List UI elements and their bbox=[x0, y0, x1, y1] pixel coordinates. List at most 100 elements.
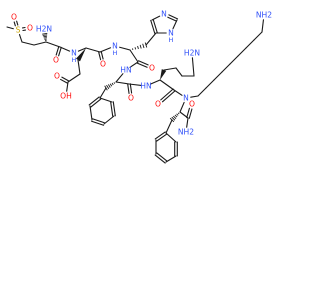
bond bbox=[99, 87, 107, 99]
bond bbox=[88, 96, 102, 108]
atom-label-o: O bbox=[155, 100, 161, 109]
bond bbox=[149, 79, 161, 85]
svg-text:OH: OH bbox=[60, 92, 72, 101]
bond bbox=[221, 63, 231, 73]
bond bbox=[21, 26, 27, 32]
svg-text:NH2: NH2 bbox=[178, 128, 194, 137]
bond bbox=[104, 82, 116, 91]
atom-label-o: O bbox=[27, 24, 33, 33]
svg-text:O: O bbox=[149, 64, 155, 73]
bond bbox=[229, 55, 239, 65]
bond bbox=[160, 88, 176, 103]
atom-label-n: H2N bbox=[36, 25, 52, 34]
svg-text:O: O bbox=[11, 13, 17, 22]
bond bbox=[6, 26, 14, 30]
svg-text:O: O bbox=[27, 24, 33, 33]
svg-text:NH2: NH2 bbox=[256, 11, 272, 20]
atom-label-s: S bbox=[16, 26, 21, 35]
svg-text:O: O bbox=[189, 100, 195, 109]
bond bbox=[165, 119, 173, 134]
bond bbox=[160, 69, 167, 80]
svg-text:H: H bbox=[169, 36, 174, 44]
svg-text:S: S bbox=[16, 26, 21, 35]
bond bbox=[150, 19, 158, 34]
atom-label-o: O bbox=[54, 72, 60, 81]
bond bbox=[237, 47, 247, 57]
atom-label-n: NH bbox=[71, 49, 77, 65]
atom-label-o: O bbox=[53, 56, 59, 65]
bond bbox=[151, 15, 161, 21]
atom-label-o: O bbox=[189, 100, 195, 109]
bond bbox=[66, 81, 69, 92]
bond bbox=[175, 67, 183, 77]
bond bbox=[110, 101, 116, 117]
atom-label-n: HN bbox=[140, 82, 151, 91]
atom-label-o: O bbox=[128, 94, 134, 103]
bond bbox=[167, 14, 179, 22]
bond bbox=[85, 47, 101, 53]
bond bbox=[197, 87, 207, 97]
atom-label-o: O bbox=[11, 13, 17, 22]
bond bbox=[179, 101, 185, 113]
bond bbox=[98, 51, 104, 61]
bond bbox=[13, 20, 19, 27]
bond bbox=[59, 46, 71, 52]
bond bbox=[18, 34, 23, 43]
bonds-layer bbox=[6, 14, 264, 164]
bond bbox=[21, 41, 35, 46]
svg-text:O: O bbox=[128, 94, 134, 103]
bond bbox=[163, 67, 177, 71]
bond bbox=[127, 83, 133, 94]
bond bbox=[67, 73, 81, 83]
svg-text:HN: HN bbox=[120, 66, 131, 75]
svg-text:N: N bbox=[161, 10, 167, 19]
bond bbox=[191, 57, 195, 77]
bond bbox=[129, 49, 139, 63]
atom-label-n: N bbox=[183, 94, 189, 103]
bond bbox=[99, 97, 113, 103]
bond bbox=[154, 131, 168, 142]
atom-label-n: H2N bbox=[184, 49, 200, 58]
bond bbox=[89, 105, 93, 121]
bond bbox=[60, 76, 70, 84]
atom-label-o: OH bbox=[60, 92, 72, 101]
bond bbox=[172, 19, 178, 30]
bond bbox=[128, 83, 142, 86]
atom-label-o: O bbox=[149, 64, 155, 73]
atom-label-o: O bbox=[100, 60, 106, 69]
svg-text:H: H bbox=[72, 56, 77, 64]
bond bbox=[33, 41, 47, 46]
bond bbox=[253, 31, 263, 41]
bond bbox=[165, 155, 177, 163]
svg-text:O: O bbox=[155, 100, 161, 109]
bond bbox=[45, 41, 61, 48]
bond bbox=[115, 81, 130, 85]
bond bbox=[186, 107, 193, 119]
bond bbox=[91, 118, 105, 126]
bond bbox=[205, 79, 215, 89]
bond bbox=[190, 95, 199, 98]
bond bbox=[55, 46, 62, 57]
bond bbox=[76, 48, 86, 62]
bond bbox=[154, 152, 168, 164]
atom-label-n: NH2 bbox=[256, 11, 272, 20]
atom-label-n: HN bbox=[120, 66, 131, 75]
bond bbox=[145, 32, 157, 46]
bond bbox=[103, 115, 115, 125]
bond bbox=[165, 132, 177, 143]
bond bbox=[42, 32, 48, 42]
bond bbox=[129, 61, 139, 68]
bond bbox=[174, 141, 178, 157]
svg-text:O: O bbox=[54, 72, 60, 81]
bond bbox=[173, 89, 183, 96]
svg-text:N: N bbox=[183, 94, 189, 103]
svg-text:N: N bbox=[71, 49, 77, 58]
atom-label-n: NH bbox=[112, 42, 118, 58]
bond bbox=[213, 71, 223, 81]
bond bbox=[261, 19, 264, 33]
atom-label-n: NH bbox=[168, 29, 174, 45]
bond bbox=[159, 79, 175, 91]
svg-text:O: O bbox=[100, 60, 106, 69]
